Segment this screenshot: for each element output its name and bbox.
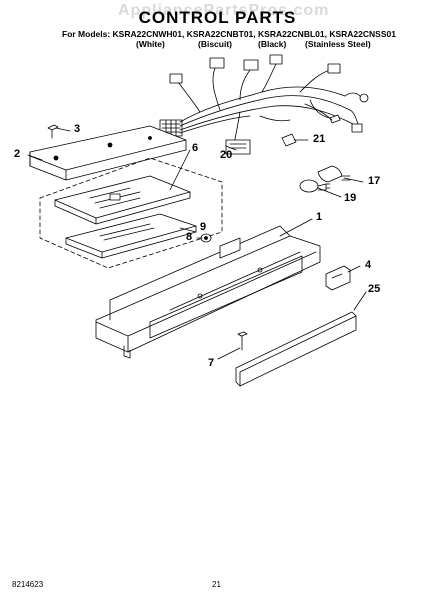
callout-8: 8 [186,231,193,243]
callout-21: 21 [313,133,326,145]
color-biscuit: (Biscuit) [198,39,232,49]
control-housing [95,225,321,359]
leader-lines [27,127,367,360]
screw [47,124,59,139]
callout-17: 17 [368,175,381,187]
callout-25: 25 [368,283,381,295]
callout-1: 1 [316,211,323,223]
interface-board [65,213,197,259]
document-number: 8214623 [12,580,44,589]
callout-3: 3 [74,123,81,135]
callout-2: 2 [14,148,21,160]
trim-strip [235,311,357,387]
watermark: AppliancePartsPros.com [118,2,330,19]
bracket [325,265,351,291]
bulb-and-socket [299,165,351,193]
color-black: (Black) [258,39,287,49]
screw-8 [200,233,212,243]
callout-20: 20 [220,149,233,161]
page-title: CONTROL PARTS [138,8,297,27]
subassembly-boundary [39,157,223,269]
callout-19: 19 [344,192,357,204]
callout-6: 6 [192,142,199,154]
models-line: For Models: KSRA22CNWH01, KSRA22CNBT01, … [62,29,396,39]
callout-7: 7 [208,357,215,369]
page-number: 21 [212,580,221,589]
color-white: (White) [136,39,165,49]
control-panel [29,125,187,181]
color-stainless: (Stainless Steel) [305,39,371,49]
callout-4: 4 [365,259,372,271]
callout-9: 9 [200,221,207,233]
control-board [54,175,191,225]
clip [281,133,297,147]
screw-7 [237,331,248,351]
wiring-harness [159,54,369,155]
